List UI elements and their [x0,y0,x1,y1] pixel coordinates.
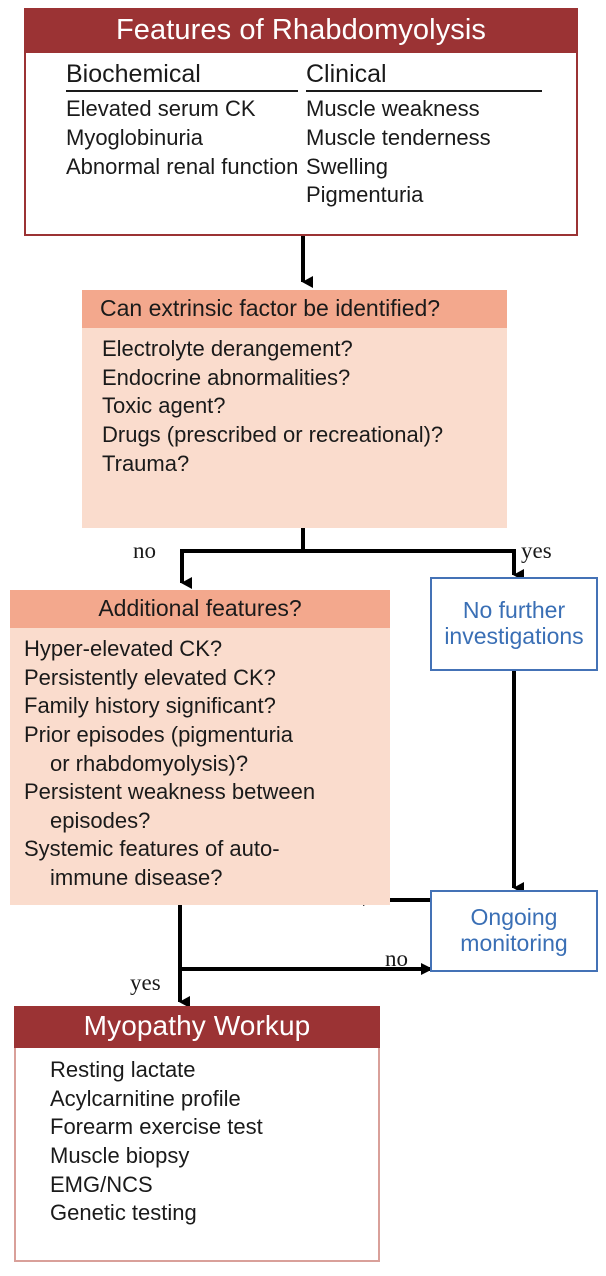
edge-label-additional-yes: yes [130,970,161,995]
additional-features-box: Additional features? Hyper-elevated CK? … [10,590,390,905]
additional-item: Systemic features of auto- [24,836,280,862]
extrinsic-item: Drugs (prescribed or recreational)? [102,422,444,448]
features-item: Abnormal renal function [66,153,299,179]
features-item: Muscle tenderness [306,124,491,150]
additional-features-list: Hyper-elevated CK? Persistently elevated… [10,628,390,900]
features-column-biochemical: Biochemical Elevated serum CK Myoglobinu… [26,59,298,209]
features-column-clinical: Clinical Muscle weakness Muscle tenderne… [298,59,548,209]
myopathy-workup-list: Resting lactate Acylcarnitine profile Fo… [14,1048,380,1263]
features-title: Features of Rhabdomyolysis [26,10,576,54]
additional-item: Family history significant? [24,693,276,719]
workup-item: Resting lactate [50,1057,196,1083]
ongoing-monitoring-box: Ongoing monitoring [430,890,598,972]
additional-features-title: Additional features? [10,590,390,629]
edge-label-extrinsic-yes: yes [521,538,552,563]
features-item: Pigmenturia [306,182,424,208]
extrinsic-item: Endocrine abnormalities? [102,364,351,390]
additional-item: immune disease? [50,865,223,891]
ongoing-line-2: monitoring [460,930,568,956]
no-further-investigations-box: No further investigations [430,577,598,671]
ongoing-line-1: Ongoing [470,904,558,931]
workup-item: Forearm exercise test [50,1114,263,1140]
additional-item: or rhabdomyolysis)? [50,750,249,776]
extrinsic-item: Electrolyte derangement? [102,336,353,362]
edge-label-additional-no: no [385,946,408,971]
additional-item: Hyper-elevated CK? [24,636,223,662]
features-column-heading: Clinical [306,59,542,93]
features-column-heading: Biochemical [66,59,298,93]
features-item: Muscle weakness [306,96,480,122]
workup-item: Muscle biopsy [50,1143,190,1169]
extrinsic-factor-box: Can extrinsic factor be identified? Elec… [82,290,507,528]
additional-item: Persistent weakness between [24,779,316,805]
no-further-line-1: No further [462,597,566,624]
edge-label-extrinsic-no: no [133,538,156,563]
myopathy-workup-title: Myopathy Workup [14,1006,380,1049]
features-item: Myoglobinuria [66,124,203,150]
extrinsic-item: Trauma? [102,450,190,476]
workup-item: Acylcarnitine profile [50,1085,241,1111]
extrinsic-factor-title: Can extrinsic factor be identified? [82,290,507,329]
extrinsic-item: Toxic agent? [102,393,226,419]
features-item: Swelling [306,153,388,179]
features-columns: Biochemical Elevated serum CK Myoglobinu… [26,53,576,209]
additional-item: Persistently elevated CK? [24,664,276,690]
additional-item: Prior episodes (pigmenturia [24,722,294,748]
workup-item: Genetic testing [50,1200,197,1226]
additional-item: episodes? [50,807,151,833]
myopathy-workup-box: Myopathy Workup Resting lactate Acylcarn… [14,1006,380,1268]
features-box: Features of Rhabdomyolysis Biochemical E… [24,8,578,236]
features-item: Elevated serum CK [66,96,256,122]
no-further-line-2: investigations [444,623,584,649]
workup-item: EMG/NCS [50,1171,153,1197]
extrinsic-factor-list: Electrolyte derangement? Endocrine abnor… [82,328,507,486]
